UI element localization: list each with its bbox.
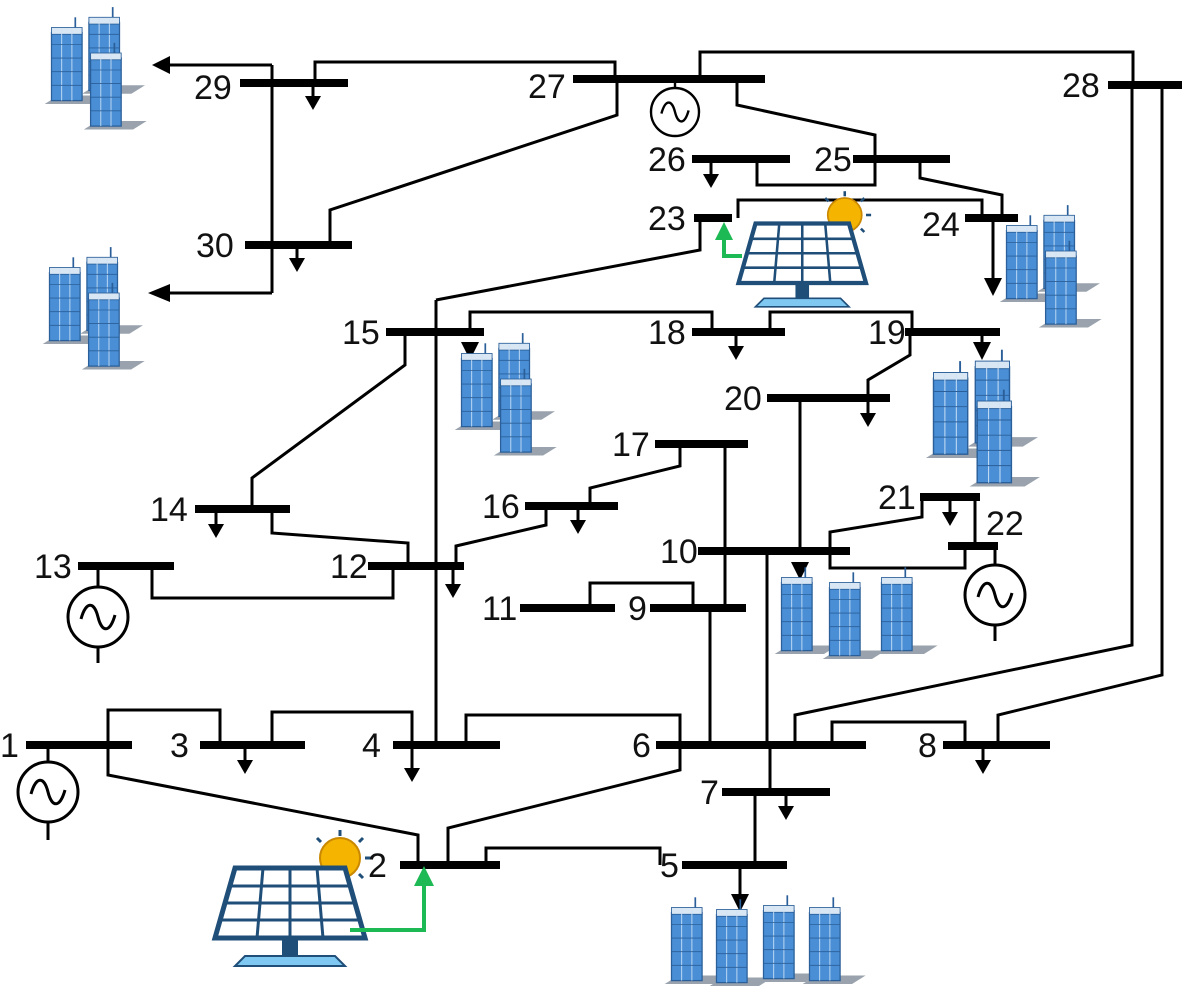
bus-label-19: 19 [868, 314, 906, 352]
bus-label-9: 9 [628, 590, 647, 628]
load-arrow-icon [778, 792, 794, 820]
bus-label-30: 30 [196, 227, 234, 265]
bus-label-25: 25 [814, 141, 852, 179]
bus-label-7: 7 [700, 774, 719, 812]
office-building-icon [773, 566, 839, 655]
solar-panel-icon [215, 830, 371, 966]
load-arrow-icon [208, 509, 224, 538]
office-building-icon [873, 566, 939, 655]
bus-label-17: 17 [612, 426, 650, 464]
ac-generator-icon [66, 566, 130, 663]
bus-label-26: 26 [648, 141, 686, 179]
bus-label-18: 18 [648, 314, 686, 352]
load-arrow-icon [728, 332, 744, 360]
load-arrow-icon [703, 159, 719, 188]
load-arrow-icon [942, 497, 958, 526]
load-arrow-icon [305, 83, 321, 110]
generators [16, 79, 1027, 840]
solar-panel-icon [739, 191, 872, 307]
load-arrow-icon [975, 745, 991, 774]
office-building-icon [926, 350, 1040, 487]
bus-label-13: 13 [34, 548, 72, 586]
bus-label-1: 1 [0, 727, 19, 765]
load-arrow-icon [570, 506, 586, 534]
bus-label-12: 12 [330, 548, 368, 586]
ac-generator-icon [16, 745, 80, 840]
load-arrow-icon [445, 566, 461, 598]
bus-label-22: 22 [986, 505, 1024, 543]
bus-label-8: 8 [918, 727, 937, 765]
bus-label-23: 23 [648, 200, 686, 238]
bus-label-28: 28 [1062, 67, 1100, 105]
office-building-icon [1000, 205, 1102, 327]
bus-label-11: 11 [482, 590, 517, 628]
office-building-icon [821, 571, 887, 660]
bus-label-29: 29 [194, 69, 232, 107]
office-building-icon [45, 7, 147, 129]
load-arrow-icon [289, 245, 305, 272]
bus-label-27: 27 [528, 68, 566, 106]
office-building-icon [43, 247, 145, 369]
bus-label-20: 20 [724, 380, 762, 418]
bus-label-5: 5 [660, 847, 679, 885]
ac-generator-icon [649, 79, 701, 138]
bus-label-15: 15 [342, 314, 380, 352]
solar-pv [215, 191, 871, 966]
bus-label-14: 14 [150, 491, 188, 529]
bus-label-10: 10 [660, 533, 698, 571]
bus-labels: 1 2 3 4 5 6 7 8 9 10 11 12 13 14 15 16 1… [0, 67, 1100, 885]
office-building-icon [801, 896, 867, 985]
bus-label-2: 2 [368, 847, 387, 885]
bus-label-16: 16 [482, 488, 520, 526]
load-arrow-icon [237, 745, 253, 774]
load-arrow-icon [404, 745, 420, 782]
transmission-lines [106, 50, 1164, 912]
bus-label-21: 21 [878, 479, 916, 517]
bus-label-6: 6 [632, 727, 651, 765]
bus-label-24: 24 [922, 206, 960, 244]
load-arrow-icon [860, 398, 876, 427]
ac-generator-icon [963, 546, 1027, 641]
bus-label-3: 3 [170, 727, 189, 765]
bus-label-4: 4 [362, 727, 381, 765]
busbars [26, 75, 1182, 869]
load-arrows [208, 83, 991, 820]
